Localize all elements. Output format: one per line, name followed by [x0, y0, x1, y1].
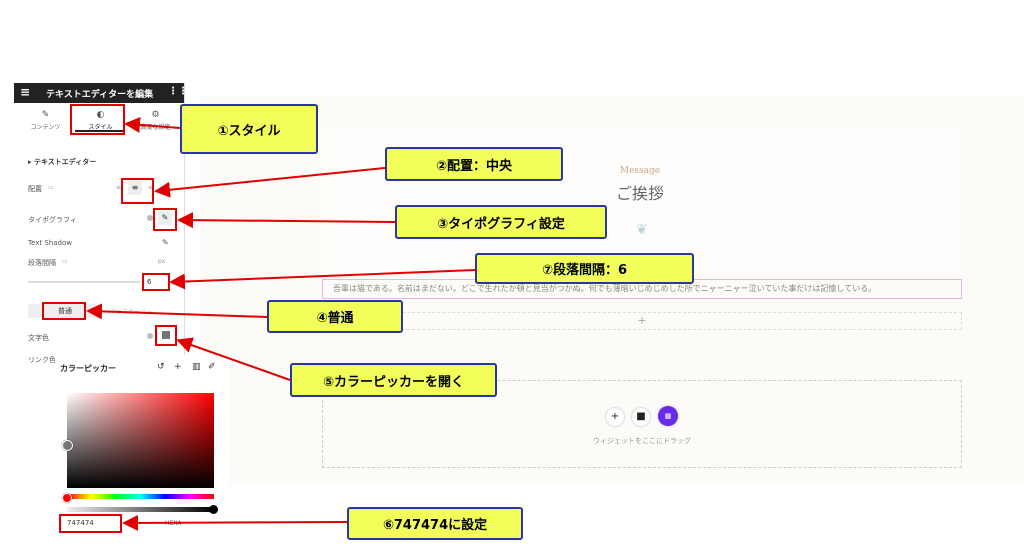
callout-normal: ④普通 [267, 300, 403, 333]
callout-typography: ③タイポグラフィ設定 [395, 205, 607, 239]
saturation-value-area[interactable] [67, 393, 214, 488]
highlight-style-tab [70, 104, 125, 135]
align-center-button[interactable]: ≡ [128, 181, 142, 195]
section-title[interactable]: ▸ テキストエディター [28, 158, 97, 166]
menu-icon[interactable]: ≡ [20, 85, 31, 99]
text-shadow-label: Text Shadow [28, 239, 73, 247]
eyedropper-icon[interactable]: ✐ [208, 362, 216, 372]
color-picker-title: カラーピッカー [60, 364, 116, 373]
grid-icon[interactable]: ⋮⋮ [168, 86, 188, 97]
add-icon[interactable]: + [174, 362, 182, 372]
drop-zone-label: ウィジェットをここにドラッグ [593, 437, 691, 445]
highlight-align [121, 178, 154, 204]
tab-style[interactable]: ◐スタイル [73, 110, 128, 131]
gear-icon: ⚙ [151, 110, 160, 120]
highlight-hex [59, 514, 122, 533]
highlight-spacing [142, 273, 170, 291]
hue-handle[interactable] [62, 493, 72, 503]
hex-input[interactable]: 747474 [67, 519, 94, 527]
callout-hex: ⑥747474に設定 [347, 507, 523, 540]
global-dot-icon[interactable] [147, 333, 153, 339]
alpha-slider[interactable] [67, 507, 214, 512]
add-section-button[interactable]: + [322, 312, 962, 330]
tab-advanced[interactable]: ⚙高度な設定 [128, 110, 183, 131]
trash-icon[interactable]: ▥ [192, 362, 201, 372]
unit-select[interactable]: px [158, 258, 166, 265]
callout-color-picker: ⑤カラーピッカーを開く [290, 363, 497, 397]
message-heading-en: Message [619, 166, 661, 176]
leaf-ornament-icon: ❦ [636, 222, 648, 238]
hover-tab[interactable]: マウスオーバー [110, 309, 152, 316]
drop-zone[interactable] [322, 380, 962, 468]
alpha-handle[interactable] [209, 505, 218, 514]
callout-paragraph-spacing: ⑦段落間隔：6 [475, 253, 694, 284]
tab-content[interactable]: ✎コンテンツ [18, 110, 73, 131]
sv-handle[interactable] [62, 440, 73, 451]
highlight-normal [42, 302, 86, 320]
panel-title: テキストエディターを編集 [46, 90, 154, 100]
highlight-typography [153, 208, 177, 231]
template-kit-icon[interactable]: ▦ [658, 406, 678, 426]
highlight-color [155, 325, 177, 346]
align-left-icon[interactable]: ≡ [116, 184, 122, 191]
align-right-icon[interactable]: ≡ [148, 184, 154, 191]
global-dot-icon[interactable] [147, 215, 153, 221]
normal-tab[interactable]: 普通 [28, 304, 102, 318]
hexa-mode-label[interactable]: HEXA [165, 520, 182, 527]
reset-icon[interactable]: ↺ [157, 362, 165, 372]
callout-align: ②配置：中央 [385, 147, 563, 181]
typography-label: タイポグラフィ [28, 216, 77, 224]
contrast-icon: ◐ [96, 110, 105, 120]
panel-header: ≡ テキストエディターを編集 ⋮⋮ [14, 83, 188, 103]
add-element-icon[interactable]: + [606, 408, 624, 426]
typography-edit-button[interactable]: ✎ [158, 211, 172, 225]
spacing-slider[interactable] [28, 281, 140, 283]
paragraph-spacing-input[interactable]: 6 [147, 278, 152, 286]
link-color-label: リンク色 [28, 356, 56, 364]
message-heading-ja: ご挨拶 [615, 184, 664, 203]
paragraph-spacing-label: 段落間隔 [28, 259, 56, 267]
folder-icon[interactable]: ■ [632, 408, 650, 426]
desktop-icon[interactable]: ▭ [62, 258, 68, 265]
text-shadow-edit-icon[interactable]: ✎ [162, 238, 169, 247]
text-color-label: 文字色 [28, 334, 49, 342]
desktop-icon[interactable]: ▭ [48, 184, 54, 191]
active-tab-indicator [75, 130, 125, 132]
hue-slider[interactable] [67, 494, 214, 499]
align-label: 配置 [28, 185, 42, 193]
text-color-swatch[interactable] [159, 328, 173, 342]
pencil-icon: ✎ [41, 110, 50, 120]
callout-style: ①スタイル [180, 104, 318, 154]
